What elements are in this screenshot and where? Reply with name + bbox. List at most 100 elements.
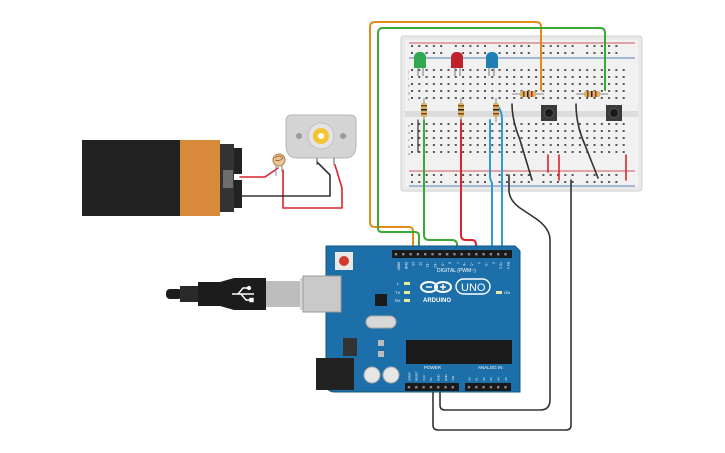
breadboard-hole	[447, 137, 450, 139]
breadboard-hole	[491, 144, 494, 146]
rail-hole	[418, 181, 421, 183]
resistor-4[interactable]	[512, 91, 544, 97]
breadboard-hole	[498, 69, 501, 71]
digital-pin[interactable]	[431, 253, 434, 256]
breadboard-hole	[469, 69, 472, 71]
breadboard-hole	[469, 123, 472, 125]
battery-black-wire[interactable]	[239, 161, 331, 197]
digital-pin[interactable]	[497, 253, 500, 256]
breadboard-hole	[571, 137, 574, 139]
breadboard-hole	[608, 130, 611, 132]
rail-hole	[469, 174, 472, 176]
black-wire-2[interactable]	[432, 179, 572, 431]
digital-pin[interactable]	[482, 253, 485, 256]
power-pin[interactable]	[415, 386, 418, 389]
resistor-2[interactable]	[458, 98, 464, 122]
breadboard-hole	[542, 76, 545, 78]
breadboard-black-wire-1[interactable]	[511, 103, 533, 181]
dc-motor[interactable]	[285, 114, 357, 165]
green-wire-top[interactable]	[377, 27, 606, 256]
blue-wire-1[interactable]	[489, 119, 493, 256]
orange-wire[interactable]	[369, 21, 542, 256]
resistor-3[interactable]	[493, 98, 499, 122]
rail-hole	[593, 45, 596, 47]
analog-pin[interactable]	[489, 386, 493, 389]
digital-pin[interactable]	[467, 253, 471, 256]
rail-hole	[469, 45, 472, 47]
reset-button[interactable]	[335, 252, 353, 270]
green-led[interactable]	[414, 52, 426, 76]
breadboard-hole	[469, 83, 472, 85]
breadboard-hole	[615, 83, 618, 85]
analog-pin[interactable]	[504, 386, 507, 389]
power-pin[interactable]	[429, 386, 433, 389]
rail-hole	[484, 45, 486, 47]
breadboard-hole	[498, 76, 501, 78]
breadboard-hole	[432, 83, 435, 85]
battery-9v[interactable]: 9V	[82, 0, 242, 216]
power-pin[interactable]	[407, 386, 411, 389]
rail-hole	[476, 52, 479, 54]
breadboard-hole	[484, 83, 486, 85]
breadboard-black-wire-2[interactable]	[575, 103, 599, 179]
digital-pin[interactable]	[489, 253, 493, 256]
arduino-brand: ARDUINO	[423, 298, 451, 304]
push-button-2[interactable]	[606, 105, 622, 121]
analog-pin[interactable]	[467, 386, 471, 389]
battery-red-wire[interactable]	[239, 167, 279, 178]
breadboard-hole	[418, 130, 421, 132]
push-button-1[interactable]	[541, 105, 557, 121]
digital-pin[interactable]	[409, 253, 412, 256]
resistor-1[interactable]	[421, 98, 427, 122]
ldr-to-motor-red[interactable]	[282, 164, 343, 209]
power-pin[interactable]	[437, 386, 440, 389]
rail-hole	[549, 45, 552, 47]
digital-pin[interactable]	[475, 253, 478, 256]
digital-pin[interactable]	[504, 253, 507, 256]
rail-hole	[476, 45, 479, 47]
digital-pin[interactable]	[438, 253, 441, 256]
analog-pin[interactable]	[475, 386, 478, 389]
blue-led[interactable]	[486, 52, 498, 76]
analog-header	[465, 383, 511, 391]
digital-pin[interactable]	[424, 253, 427, 256]
red-led[interactable]	[451, 52, 463, 76]
breadboard-hole	[578, 151, 581, 153]
analog-pin[interactable]	[497, 386, 500, 389]
digital-pin[interactable]	[416, 253, 420, 256]
breadboard-holes	[411, 45, 625, 183]
breadboard-hole	[622, 123, 625, 125]
black-wire-1[interactable]	[439, 174, 551, 411]
breadboard-hole	[454, 130, 457, 132]
digital-header	[392, 250, 512, 258]
digital-pin[interactable]	[402, 253, 405, 256]
red-wire-led[interactable]	[460, 119, 477, 256]
breadboard-hole	[491, 130, 494, 132]
power-pin[interactable]	[444, 386, 447, 389]
breadboard-hole	[440, 97, 443, 99]
breadboard-hole	[411, 97, 413, 99]
green-wire-led[interactable]	[423, 119, 458, 256]
breadboard-hole	[557, 83, 559, 85]
breadboard-hole	[498, 83, 501, 85]
digital-pin[interactable]	[460, 253, 463, 256]
breadboard-hole	[557, 151, 559, 153]
digital-pin[interactable]	[445, 253, 449, 256]
breadboard-hole	[527, 123, 530, 125]
breadboard-hole	[425, 144, 428, 146]
resistor-5[interactable]	[576, 91, 608, 97]
analog-pin[interactable]	[482, 386, 485, 389]
breadboard-hole	[447, 69, 450, 71]
breadboard-hole	[513, 83, 516, 85]
digital-pin[interactable]	[453, 253, 456, 256]
power-pin[interactable]	[422, 386, 425, 389]
photoresistor[interactable]	[272, 153, 286, 176]
rail-hole	[484, 181, 486, 183]
power-pin[interactable]	[451, 386, 454, 389]
breadboard-hole	[476, 69, 479, 71]
digital-pin-label: 7	[455, 262, 459, 264]
breadboard-hole	[622, 137, 625, 139]
breadboard-hole	[425, 130, 428, 132]
digital-pin[interactable]	[394, 253, 398, 256]
